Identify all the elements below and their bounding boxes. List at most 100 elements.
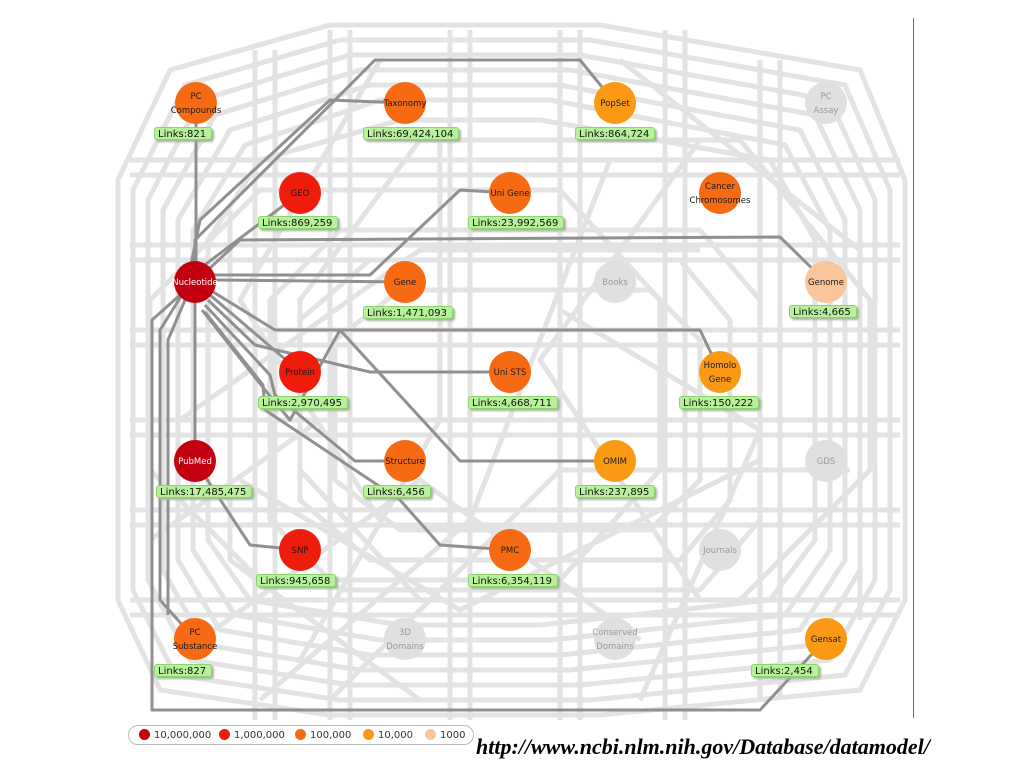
links-count-unists: Links:4,668,711 xyxy=(468,396,558,409)
links-count-homologene: Links:150,222 xyxy=(679,396,760,409)
links-count-snp: Links:945,658 xyxy=(256,574,337,587)
node-label: Domains xyxy=(386,642,424,652)
inactive-link-edge xyxy=(618,58,863,620)
source-url[interactable]: http://www.ncbi.nlm.nih.gov/Database/dat… xyxy=(476,734,930,759)
legend-swatch xyxy=(363,729,374,740)
node-unigene[interactable]: Uni Gene xyxy=(489,172,531,214)
node-circle[interactable] xyxy=(384,440,426,482)
legend-label: 1,000,000 xyxy=(234,730,285,741)
node-popset[interactable]: PopSet xyxy=(594,82,636,124)
node-circle[interactable] xyxy=(279,351,321,393)
node-circle[interactable] xyxy=(174,618,216,660)
links-count-protein: Links:2,970,495 xyxy=(258,396,348,409)
node-pmc[interactable]: PMC xyxy=(489,529,531,571)
legend: 10,000,000 1,000,000 100,000 10,000 1000 xyxy=(128,725,474,745)
node-label: PC xyxy=(820,92,831,102)
inactive-link-edge xyxy=(115,22,908,718)
node-label: GEO xyxy=(291,189,310,199)
node-label: GDS xyxy=(817,457,836,467)
links-count-pc-compounds: Links:821 xyxy=(154,127,213,140)
node-3d-domains[interactable]: 3D Domains xyxy=(384,618,426,660)
node-label: Gene xyxy=(709,375,731,385)
node-label: Nucleotide xyxy=(172,278,218,288)
node-pubmed[interactable]: PubMed xyxy=(174,440,216,482)
node-circle[interactable] xyxy=(279,529,321,571)
node-gensat[interactable]: Gensat xyxy=(805,618,847,660)
node-label: OMIM xyxy=(603,457,627,467)
legend-item: 10,000 xyxy=(363,729,413,741)
active-link-edge xyxy=(166,292,190,615)
legend-label: 1000 xyxy=(440,730,466,741)
node-circle[interactable] xyxy=(805,261,847,303)
node-books[interactable]: Books xyxy=(594,261,636,303)
active-link-edge xyxy=(203,311,511,552)
node-circle[interactable] xyxy=(805,440,847,482)
node-omim[interactable]: OMIM xyxy=(594,440,636,482)
node-circle[interactable] xyxy=(489,172,531,214)
node-circle[interactable] xyxy=(174,440,216,482)
node-label: SNP xyxy=(292,546,309,556)
node-label: PubMed xyxy=(178,457,212,467)
node-journals[interactable]: Journals xyxy=(699,529,741,571)
node-circle[interactable] xyxy=(594,440,636,482)
node-label: Uni STS xyxy=(494,368,527,378)
node-circle[interactable] xyxy=(594,618,636,660)
node-circle[interactable] xyxy=(805,82,847,124)
legend-item: 100,000 xyxy=(295,729,351,741)
legend-swatch xyxy=(139,729,150,740)
node-nucleotide[interactable]: Nucleotide xyxy=(172,261,218,303)
node-circle[interactable] xyxy=(805,618,847,660)
links-count-gensat: Links:2,454 xyxy=(751,664,819,677)
links-count-gene: Links:1,471,093 xyxy=(363,306,453,319)
links-count-popset: Links:864,724 xyxy=(575,127,656,140)
node-circle[interactable] xyxy=(384,618,426,660)
legend-item: 1000 xyxy=(425,729,465,741)
node-label: Cancer xyxy=(705,182,735,192)
node-label: PC xyxy=(190,92,201,102)
node-genome[interactable]: Genome xyxy=(805,261,847,303)
node-circle[interactable] xyxy=(699,351,741,393)
node-circle[interactable] xyxy=(489,351,531,393)
links-count-genome: Links:4,665 xyxy=(789,305,857,318)
node-label: Chromosomes xyxy=(690,196,751,206)
node-circle[interactable] xyxy=(279,172,321,214)
node-circle[interactable] xyxy=(699,529,741,571)
node-snp[interactable]: SNP xyxy=(279,529,321,571)
node-gene[interactable]: Gene xyxy=(384,261,426,303)
node-label: 3D xyxy=(399,628,411,638)
node-unists[interactable]: Uni STS xyxy=(489,351,531,393)
inactive-link-edge xyxy=(558,307,763,702)
node-label: Books xyxy=(602,278,628,288)
node-circle[interactable] xyxy=(594,261,636,303)
node-gds[interactable]: GDS xyxy=(805,440,847,482)
node-circle[interactable] xyxy=(384,261,426,303)
links-count-pc-substance: Links:827 xyxy=(154,664,213,677)
node-label: PopSet xyxy=(600,99,630,109)
node-taxonomy[interactable]: Taxonomy xyxy=(383,82,427,124)
node-circle[interactable] xyxy=(489,529,531,571)
legend-swatch xyxy=(295,729,306,740)
legend-label: 10,000 xyxy=(378,730,413,741)
node-circle[interactable] xyxy=(384,82,426,124)
node-label: Gene xyxy=(394,278,416,288)
inactive-link-edge xyxy=(148,417,600,543)
node-label: Conserved xyxy=(592,628,637,638)
links-count-pmc: Links:6,354,119 xyxy=(468,574,558,587)
node-geo[interactable]: GEO xyxy=(279,172,321,214)
node-circle[interactable] xyxy=(699,172,741,214)
legend-swatch xyxy=(425,729,436,740)
node-protein[interactable]: Protein xyxy=(279,351,321,393)
node-circle[interactable] xyxy=(594,82,636,124)
node-structure[interactable]: Structure xyxy=(384,440,426,482)
links-count-unigene: Links:23,992,569 xyxy=(468,216,565,229)
node-label: Protein xyxy=(285,368,315,378)
node-circle[interactable] xyxy=(175,82,217,124)
node-circle[interactable] xyxy=(174,261,216,303)
